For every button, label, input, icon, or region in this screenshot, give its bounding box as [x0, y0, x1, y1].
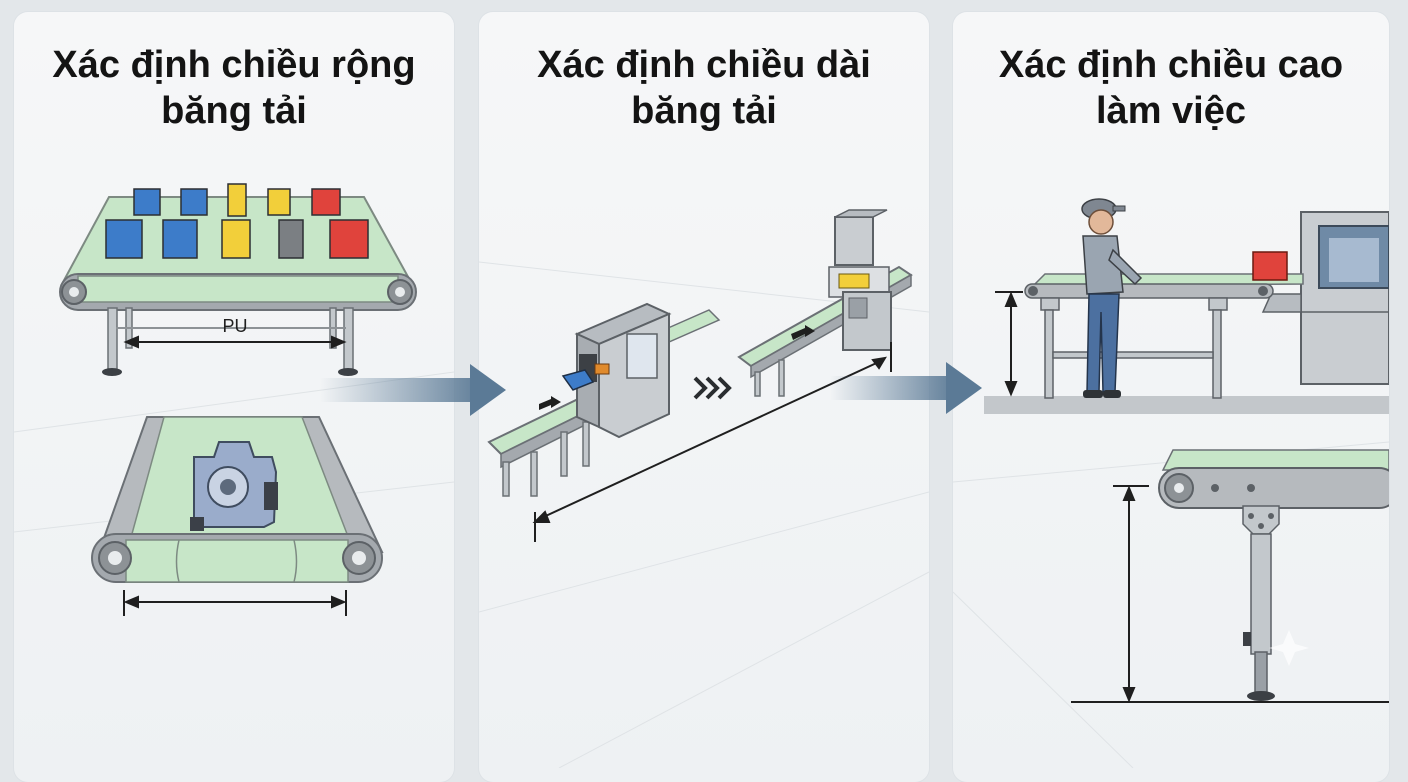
panel-title: Xác định chiều dài băng tải — [479, 42, 929, 134]
belt-dimension-arrow — [123, 590, 347, 616]
panel-working-height: Xác định chiều cao làm việc — [953, 12, 1389, 782]
worker-figure — [1081, 198, 1143, 398]
panel-belt-length: Xác định chiều dài băng tải — [479, 12, 929, 782]
length-dimension-arrow — [532, 342, 892, 542]
packaging-machine — [1261, 211, 1389, 385]
conveyor-right — [737, 209, 913, 397]
title-line-2: băng tải — [161, 90, 307, 132]
title-line-1: Xác định chiều cao — [998, 44, 1344, 86]
conveyor-top-view — [59, 196, 417, 376]
belt-width-illustration: PU — [14, 183, 454, 616]
belt-length-illustration — [479, 209, 929, 768]
panel-title: Xác định chiều rộng băng tải — [14, 42, 454, 134]
conveyor-side-view — [1024, 251, 1304, 399]
panel-title: Xác định chiều cao làm việc — [953, 42, 1389, 134]
flow-chevrons — [693, 376, 732, 400]
conveyor-end-view — [91, 416, 384, 583]
inspection-machine — [561, 302, 672, 439]
working-height-illustration — [953, 198, 1389, 768]
working-height-arrow-bottom — [1113, 485, 1149, 703]
dimension-label: PU — [222, 316, 247, 336]
sparkle-icon — [1269, 630, 1309, 666]
title-line-2: băng tải — [631, 90, 777, 132]
width-dimension-arrow — [123, 335, 347, 349]
title-line-2: làm việc — [1096, 90, 1246, 132]
product-boxes — [105, 183, 369, 259]
floor — [984, 396, 1389, 414]
panel-belt-width: Xác định chiều rộng băng tải — [14, 12, 454, 782]
title-line-1: Xác định chiều dài — [537, 44, 871, 86]
title-line-1: Xác định chiều rộng — [52, 44, 416, 86]
working-height-arrow-top — [995, 291, 1023, 397]
red-box — [1252, 251, 1288, 281]
conveyor-closeup — [1158, 449, 1389, 701]
